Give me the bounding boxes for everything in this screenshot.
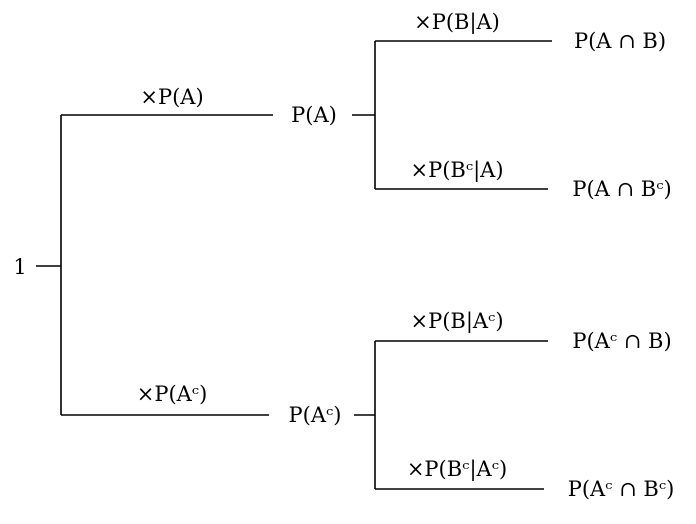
node-ac-label: P(Aᶜ) (289, 403, 342, 427)
branch-b-given-a-multiplier: ×P(B|A) (414, 10, 500, 35)
outcome-a-and-b: P(A ∩ B) (574, 29, 666, 53)
node-a-label: P(A) (291, 103, 337, 127)
outcome-ac-and-bc: P(Aᶜ ∩ Bᶜ) (568, 477, 675, 501)
branch-ac-multiplier: ×P(Aᶜ) (137, 382, 208, 406)
branch-bc-given-a-multiplier: ×P(Bᶜ|A) (410, 158, 503, 183)
root-label: 1 (13, 255, 26, 279)
branch-a-multiplier: ×P(A) (140, 85, 203, 109)
branch-bc-given-ac-multiplier: ×P(Bᶜ|Aᶜ) (407, 457, 507, 482)
outcome-ac-and-b: P(Aᶜ ∩ B) (572, 329, 671, 353)
branch-b-given-ac-multiplier: ×P(B|Aᶜ) (410, 309, 503, 334)
outcome-a-and-bc: P(A ∩ Bᶜ) (572, 177, 671, 201)
